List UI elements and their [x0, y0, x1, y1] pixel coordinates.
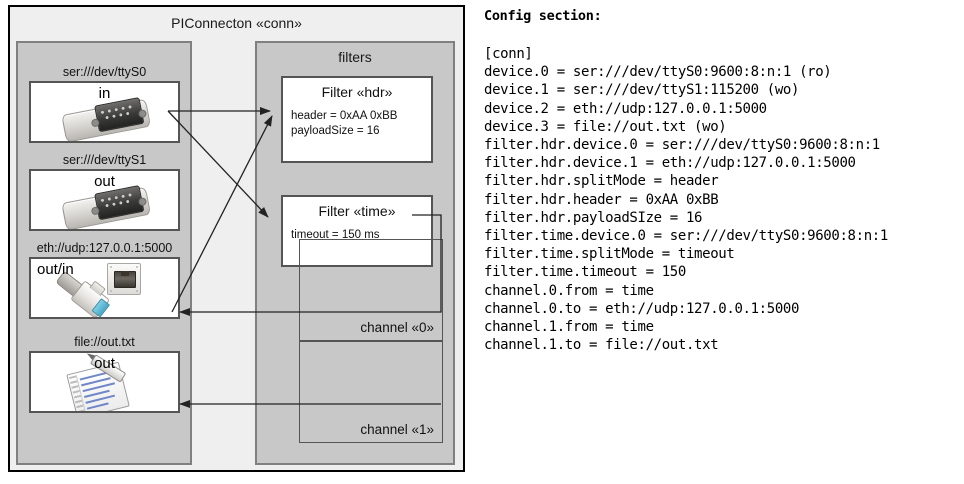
config-line: device.2 = eth://udp:127.0.0.1:5000 [484, 100, 767, 117]
config-line: device.1 = ser:///dev/ttyS1:115200 (wo) [484, 82, 800, 99]
filters-panel-title: filters [338, 49, 372, 65]
filters-panel: filters Filter «hdr» header = 0xAA 0xBB … [255, 41, 455, 465]
device-ttys0-direction: in [98, 85, 111, 102]
device-ttys0[interactable]: ser:///dev/ttyS0 in [29, 63, 180, 143]
config-line: device.3 = file://out.txt (wo) [484, 118, 727, 135]
device-eth-card[interactable]: out/in [29, 257, 180, 319]
config-line: channel.0.to = eth://udp:127.0.0.1:5000 [484, 300, 800, 317]
filter-hdr-card[interactable]: Filter «hdr» header = 0xAA 0xBB payloadS… [281, 76, 433, 163]
channel-1-box: channel «1» [299, 341, 443, 443]
config-line: device.0 = ser:///dev/ttyS0:9600:8:n:1 (… [484, 64, 832, 81]
config-line: filter.time.splitMode = timeout [484, 246, 735, 263]
device-ttys1-card[interactable]: out [29, 169, 180, 231]
filter-hdr-title: Filter «hdr» [321, 84, 393, 100]
config-line: filter.hdr.splitMode = header [484, 173, 719, 190]
device-file-card[interactable]: out [29, 351, 180, 413]
device-ttys1-direction: out [94, 173, 115, 190]
connection-diagram: PIConnecton «conn» ser:///dev/ttyS0 in s… [0, 0, 478, 484]
config-line: filter.hdr.device.0 = ser:///dev/ttyS0:9… [484, 137, 880, 154]
devices-panel: ser:///dev/ttyS0 in ser:///dev/ttyS1 out [16, 41, 192, 465]
config-line: filter.hdr.payloadSIze = 16 [484, 209, 703, 226]
filter-hdr-prop-header: header = 0xAA 0xBB [291, 110, 398, 122]
config-line: filter.hdr.device.1 = eth://udp:127.0.0.… [484, 155, 856, 172]
config-line: channel.1.from = time [484, 319, 654, 336]
device-ttys1-caption: ser:///dev/ttyS1 [62, 153, 147, 167]
device-file-caption: file://out.txt [74, 335, 135, 349]
config-lines: [conn] device.0 = ser:///dev/ttyS0:9600:8… [484, 45, 888, 354]
config-line: filter.time.device.0 = ser:///dev/ttyS0:… [484, 228, 888, 245]
config-section: Config section: [conn] device.0 = ser:///… [481, 0, 964, 484]
config-line: filter.hdr.header = 0xAA 0xBB [484, 191, 719, 208]
device-ttys0-card[interactable]: in [29, 81, 180, 143]
config-line: channel.1.to = file://out.txt [484, 337, 719, 354]
channel-1-label: channel «1» [360, 422, 434, 437]
filter-time-title: Filter «time» [318, 203, 396, 219]
device-file[interactable]: file://out.txt out [29, 333, 180, 413]
channel-0-box: channel «0» [299, 239, 443, 341]
device-eth-caption: eth://udp:127.0.0.1:5000 [36, 241, 173, 255]
device-file-direction: out [94, 355, 115, 372]
device-eth[interactable]: eth://udp:127.0.0.1:5000 out/in [29, 239, 180, 319]
config-heading: Config section: [484, 8, 602, 24]
device-eth-direction: out/in [37, 261, 74, 278]
config-line: filter.time.timeout = 150 [484, 264, 686, 281]
channel-0-label: channel «0» [360, 320, 434, 335]
ethernet-jack-icon [107, 263, 141, 295]
page-title: PIConnecton «conn» [171, 15, 302, 31]
config-line: [conn] [484, 46, 533, 62]
filter-hdr-prop-payloadsize: payloadSize = 16 [291, 125, 380, 137]
device-ttys0-caption: ser:///dev/ttyS0 [62, 65, 147, 79]
filter-hdr-props: header = 0xAA 0xBB payloadSize = 16 [291, 109, 431, 139]
device-ttys1[interactable]: ser:///dev/ttyS1 out [29, 151, 180, 231]
config-line: channel.0.from = time [484, 282, 654, 299]
